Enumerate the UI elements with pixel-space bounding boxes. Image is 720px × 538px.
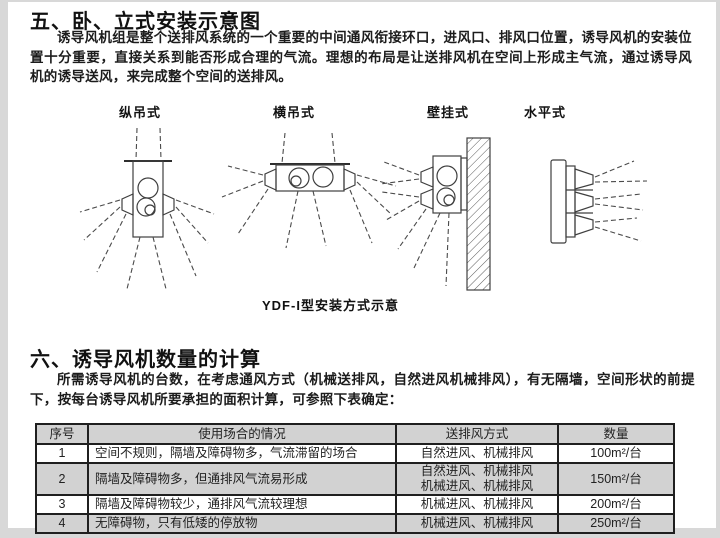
header-situation: 使用场合的情况 (87, 423, 397, 445)
cell-no: 2 (35, 462, 89, 496)
header-no: 序号 (35, 423, 89, 445)
cell-ventilation: 机械进风、机械排风 (395, 494, 559, 515)
cell-ventilation: 机械进风、机械排风 (395, 513, 559, 534)
header-ventilation: 送排风方式 (395, 423, 559, 445)
cell-quantity: 150m²/台 (557, 462, 675, 496)
label-horizontal-hanging: 横吊式 (273, 105, 316, 120)
page-margin-left (0, 0, 8, 538)
cell-quantity: 200m²/台 (557, 494, 675, 515)
cell-quantity: 250m²/台 (557, 513, 675, 534)
cell-no: 4 (35, 513, 89, 534)
label-vertical-hanging: 纵吊式 (119, 105, 162, 120)
page-margin-top (0, 0, 720, 2)
cell-quantity: 100m²/台 (557, 443, 675, 464)
diagram-wall-mounted (379, 137, 491, 291)
section5-heading: 五、卧、立式安装示意图 (30, 11, 261, 33)
diagram-horizontal-hanging (221, 132, 397, 249)
page-margin-right (716, 0, 720, 538)
label-horizontal-type: 水平式 (524, 105, 567, 120)
cell-no: 1 (35, 443, 89, 464)
page-margin-bottom (0, 528, 720, 538)
section6-heading: 六、诱导风机数量的计算 (30, 349, 261, 371)
label-wall-mounted: 壁挂式 (427, 105, 470, 120)
figure-caption: YDF-I型安装方式示意 (262, 298, 399, 313)
cell-situation: 隔墙及障碍物多，但通排风气流易形成 (87, 462, 397, 496)
cell-situation: 空间不规则，隔墙及障碍物多，气流滞留的场合 (87, 443, 397, 464)
diagram-vertical-hanging (79, 127, 215, 290)
cell-ventilation: 自然进风、机械排风 (395, 443, 559, 464)
cell-ventilation: 自然进风、机械排风 机械进风、机械排风 (395, 462, 559, 496)
section5-paragraph: 诱导风机组是整个送排风系统的一个重要的中间通风衔接环口，进风口、排风口位置，诱导… (30, 30, 692, 84)
cell-situation: 隔墙及障碍物较少，通排风气流较理想 (87, 494, 397, 515)
cell-no: 3 (35, 494, 89, 515)
table-header-row: 序号 使用场合的情况 送排风方式 数量 (35, 423, 675, 445)
header-quantity: 数量 (557, 423, 675, 445)
cell-situation: 无障碍物，只有低矮的停放物 (87, 513, 397, 534)
installation-diagrams-figure (79, 127, 648, 291)
diagram-horizontal-type (550, 159, 648, 244)
section6-paragraph: 所需诱导风机的台数，在考虑通风方式（机械送排风，自然进风机械排风），有无隔墙，空… (30, 372, 695, 407)
